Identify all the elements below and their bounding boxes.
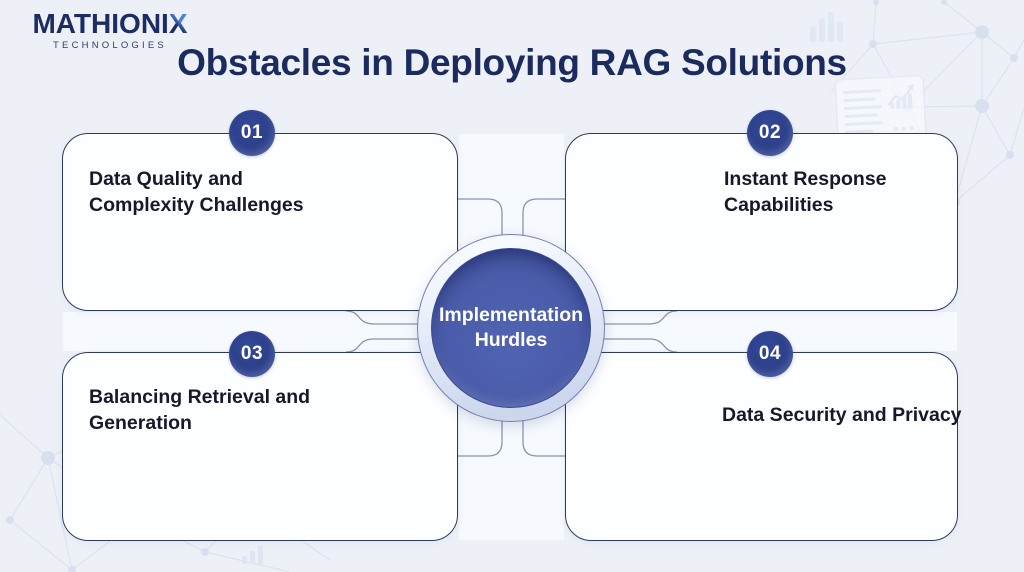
brand-name: MATHIONIX	[32, 8, 188, 39]
report-chart-icon	[834, 74, 927, 143]
bar-chart-icon	[810, 12, 843, 42]
obstacle-label-4: Data Security and Privacy	[722, 404, 962, 426]
obstacle-number-badge-3: 03	[229, 331, 275, 377]
obstacle-label-3: Balancing Retrieval and Generation	[89, 386, 311, 434]
obstacle-card-3: Balancing Retrieval and Generation	[62, 352, 458, 541]
center-hub: Implementation Hurdles	[431, 248, 591, 408]
obstacle-card-2: Instant Response Capabilities	[565, 133, 958, 311]
obstacle-label-1: Data Quality and Complexity Challenges	[89, 168, 304, 216]
obstacle-card-1: Data Quality and Complexity Challenges	[62, 133, 458, 311]
mini-bars-bottom-icon	[242, 546, 263, 564]
page-title: Obstacles in Deploying RAG Solutions	[177, 42, 847, 83]
center-hub-label: Implementation Hurdles	[438, 303, 584, 351]
obstacle-number-badge-1: 01	[229, 110, 275, 156]
brand-logo: MATHIONIX TECHNOLOGIES	[25, 8, 195, 52]
brand-tagline: TECHNOLOGIES	[53, 40, 167, 51]
obstacle-label-2: Instant Response Capabilities	[724, 168, 887, 216]
obstacle-number-badge-4: 04	[747, 331, 793, 377]
obstacle-number-badge-2: 02	[747, 110, 793, 156]
center-hub-ring: Implementation Hurdles	[417, 234, 605, 422]
connector-pipes	[345, 198, 678, 457]
obstacle-card-4: Data Security and Privacy	[565, 352, 962, 541]
brand-name-accent-x: X	[168, 8, 188, 39]
